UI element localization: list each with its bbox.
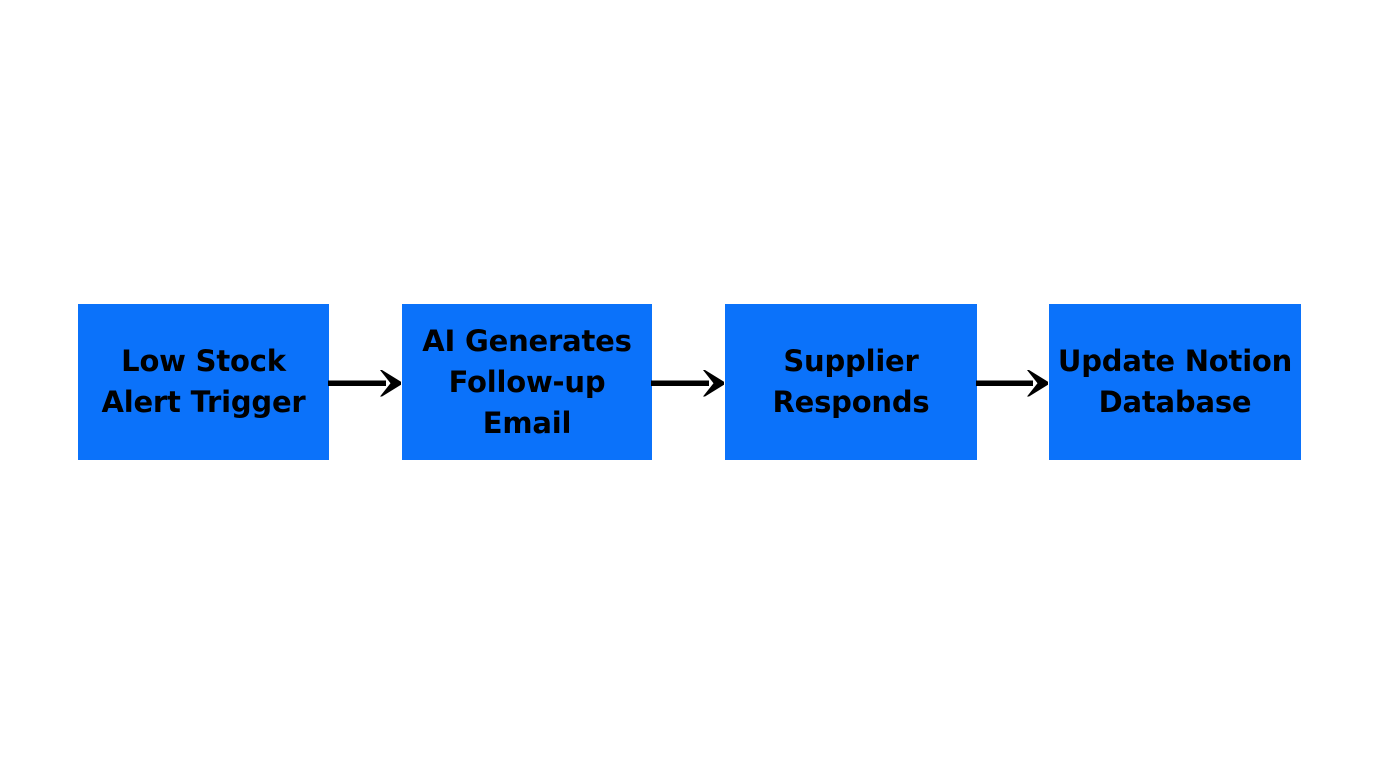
flow-node-low-stock-alert-trigger[interactable]: Low Stock Alert Trigger	[78, 304, 329, 460]
flow-edge-arrow-3	[976, 362, 1051, 404]
flow-node-ai-generates-follow-up-email[interactable]: AI Generates Follow-up Email	[402, 304, 652, 460]
flow-node-label: Supplier Responds	[772, 344, 930, 419]
flow-node-label: AI Generates Follow-up Email	[422, 323, 632, 440]
flow-node-label: Update Notion Database	[1057, 344, 1293, 419]
flow-edge-arrow-2	[651, 362, 727, 404]
flow-edge-arrow-1	[328, 362, 404, 404]
flow-node-update-notion-database[interactable]: Update Notion Database	[1049, 304, 1301, 460]
flow-node-supplier-responds[interactable]: Supplier Responds	[725, 304, 977, 460]
flow-node-label: Low Stock Alert Trigger	[101, 344, 306, 419]
